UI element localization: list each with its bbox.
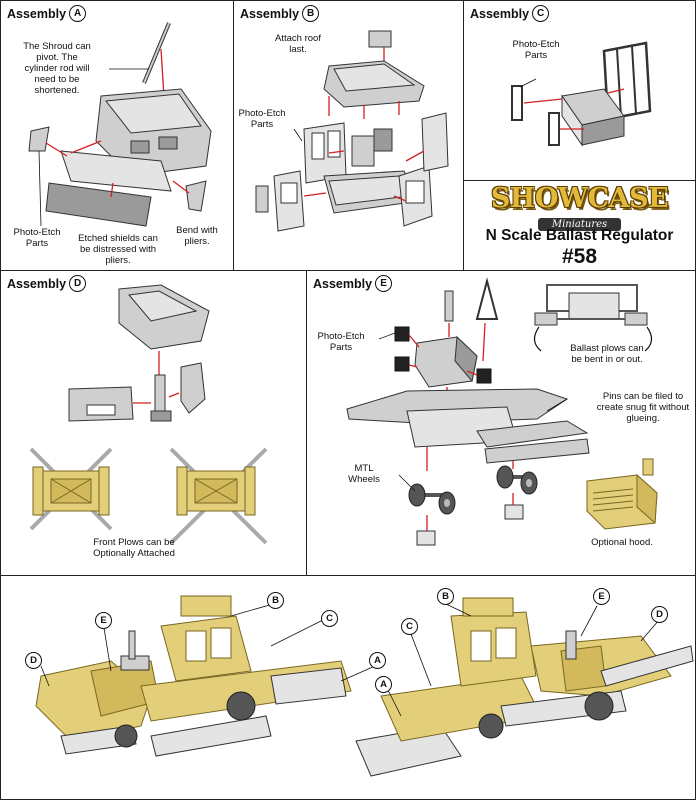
photo-etch-note-e: Photo-Etch Parts: [317, 331, 365, 353]
callout-left-a: A: [369, 652, 386, 669]
assembly-b-drawing: [255, 30, 449, 232]
front-plows-note: Front Plows can be Optionally Attached: [93, 537, 175, 559]
shroud-note: The Shroud can pivot. The cylinder rod w…: [23, 41, 91, 96]
brand-sub: Miniatures: [537, 218, 622, 231]
assembly-a-title: Assembly A: [7, 5, 87, 22]
photo-etch-part: [28, 126, 50, 152]
callout-right-c: C: [401, 618, 418, 635]
front-plow-left: [29, 447, 113, 531]
assembly-e-badge: E: [375, 275, 393, 292]
e-ballast-plow: [484, 438, 590, 464]
ballast-plow-diagram: [533, 284, 653, 352]
assembly-e-panel: Assembly E: [306, 270, 696, 576]
roof-horn: [368, 30, 392, 48]
callout-left-e: E: [95, 612, 112, 629]
e-pin-block-left: [416, 530, 436, 546]
cab-seat: [351, 135, 375, 167]
front-plow-right: [169, 447, 268, 545]
finished-model-drawing: [35, 595, 694, 777]
photo-etch-note-a: Photo-Etch Parts: [13, 227, 61, 249]
assembly-d-badge: D: [69, 275, 87, 292]
assembly-b-badge: B: [302, 5, 320, 22]
callout-right-a: A: [375, 676, 392, 693]
brand-name: SHOWCASE: [490, 183, 669, 214]
photo-etch-note-b: Photo-Etch Parts: [238, 108, 286, 130]
cab-rear-panel: [421, 112, 449, 172]
assembly-c-title: Assembly C: [470, 5, 550, 22]
assembly-a-drawing: [28, 22, 212, 227]
optional-hood-note: Optional hood.: [591, 537, 653, 548]
photo-etch-note-c: Photo-Etch Parts: [512, 39, 560, 61]
product-number: #58: [561, 245, 598, 268]
brand-logo: SHOWCASE Miniatures: [464, 183, 695, 232]
etch-grille-1: [394, 326, 410, 342]
bend-note: Bend with pliers.: [176, 225, 218, 247]
front-plate: [60, 150, 172, 192]
assembly-d-title: Assembly D: [7, 275, 87, 292]
shields-note: Etched shields can be distressed with pl…: [78, 233, 158, 266]
ballast-plows-note: Ballast plows can be bent in or out.: [570, 343, 644, 365]
product-line: N Scale Ballast Regulator: [485, 227, 674, 244]
roof-note: Attach roof last.: [275, 33, 321, 55]
e-pin-block-right: [504, 504, 524, 520]
assembly-b-panel: Assembly B Attach roof la: [233, 0, 464, 271]
callout-left-d: D: [25, 652, 42, 669]
etch-frame-bottom: [548, 112, 560, 146]
etch-frame-left: [511, 85, 523, 121]
etch-window-left: [255, 185, 269, 213]
mtl-wheels-left: [408, 483, 456, 515]
callout-right-b: B: [437, 588, 454, 605]
mtl-wheels-right: [496, 465, 538, 495]
assembly-c-panel: Assembly C Photo-Etch Parts: [463, 0, 696, 181]
pins-note: Pins can be filed to create snug fit wit…: [596, 391, 690, 424]
assembly-c-drawing: [511, 41, 652, 147]
assembly-b-title: Assembly B: [240, 5, 320, 22]
e-lift-frame: [475, 277, 499, 320]
assembly-a-panel: Assembly A The Shroud can pivot. The cyl…: [0, 0, 234, 271]
bend-part: [185, 180, 207, 212]
etch-grille-3: [476, 368, 492, 384]
e-exhaust: [444, 290, 454, 322]
finished-model-right: [355, 597, 694, 777]
mtl-wheels-note: MTL Wheels: [348, 463, 380, 485]
assembly-a-badge: A: [69, 5, 87, 22]
d-shield-plate: [68, 386, 134, 422]
e-chassis: [346, 388, 569, 424]
title-panel: SHOWCASE Miniatures N Scale Ballast Regu…: [463, 180, 696, 271]
d-arm: [180, 362, 206, 414]
callout-left-b: B: [267, 592, 284, 609]
etched-shield: [45, 182, 152, 227]
assembly-c-badge: C: [532, 5, 550, 22]
finished-model-left: [35, 595, 352, 757]
assembly-e-drawing: [346, 277, 658, 546]
etch-grille-2: [394, 356, 410, 372]
finished-model-panel: E B C D A B E D C A: [0, 575, 696, 800]
assembly-d-drawing: [29, 284, 268, 545]
optional-hood: [586, 458, 658, 530]
callout-right-d: D: [651, 606, 668, 623]
callout-right-e: E: [593, 588, 610, 605]
assembly-d-panel: Assembly D: [0, 270, 307, 576]
cab-console: [373, 128, 393, 152]
assembly-e-title: Assembly E: [313, 275, 393, 292]
callout-left-c: C: [321, 610, 338, 627]
